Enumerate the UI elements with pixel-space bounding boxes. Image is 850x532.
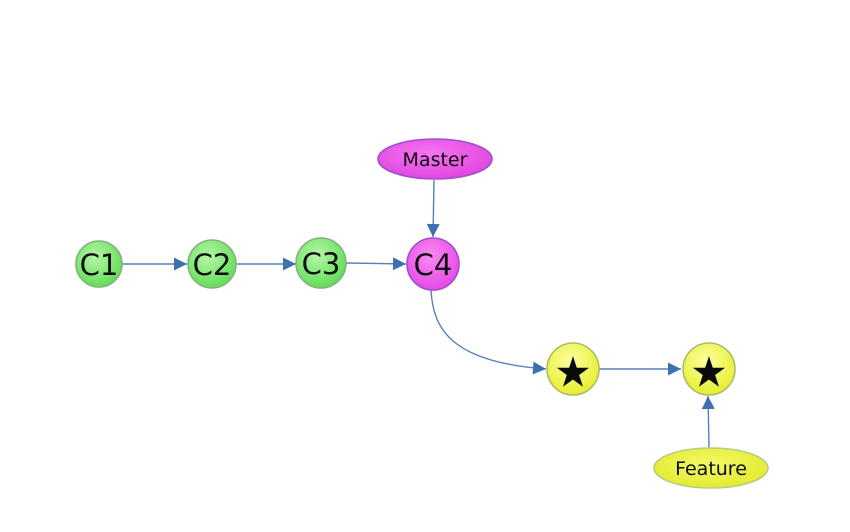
edge-c3-c4 (345, 257, 407, 271)
branch-label-feature: Feature (653, 447, 769, 489)
commit-node-c1: C1 (75, 240, 123, 288)
commit-label-c2: C2 (193, 248, 232, 282)
commit-label-c4: C4 (414, 248, 453, 282)
commit-circle-c4 (406, 237, 460, 291)
edge-c4-star1 (430, 289, 547, 375)
commit-circle-star2 (682, 342, 736, 396)
commit-label-c3: C3 (302, 247, 341, 281)
branch-ellipse-master (377, 138, 493, 180)
branch-label-master: Master (377, 138, 493, 180)
star-icon: ★ (690, 348, 728, 397)
commit-node-star2: ★ (682, 342, 736, 397)
commit-label-c1: C1 (80, 248, 119, 282)
commit-node-c4: C4 (406, 237, 460, 291)
commit-circle-star1 (546, 342, 600, 396)
edge-master-c4 (426, 179, 440, 238)
commit-circle-c2 (187, 239, 237, 289)
branch-label-master-text: Master (403, 149, 468, 171)
commit-circle-c3 (295, 237, 347, 289)
branch-label-feature-text: Feature (675, 458, 747, 480)
commit-node-star1: ★ (546, 342, 600, 397)
edge-group (122, 179, 715, 449)
edge-feature-star2 (701, 395, 715, 449)
commit-node-c2: C2 (187, 239, 237, 289)
commit-node-c3: C3 (295, 237, 347, 289)
commit-circle-c1 (75, 240, 123, 288)
branch-ellipse-feature (653, 447, 769, 489)
star-icon: ★ (554, 348, 592, 397)
